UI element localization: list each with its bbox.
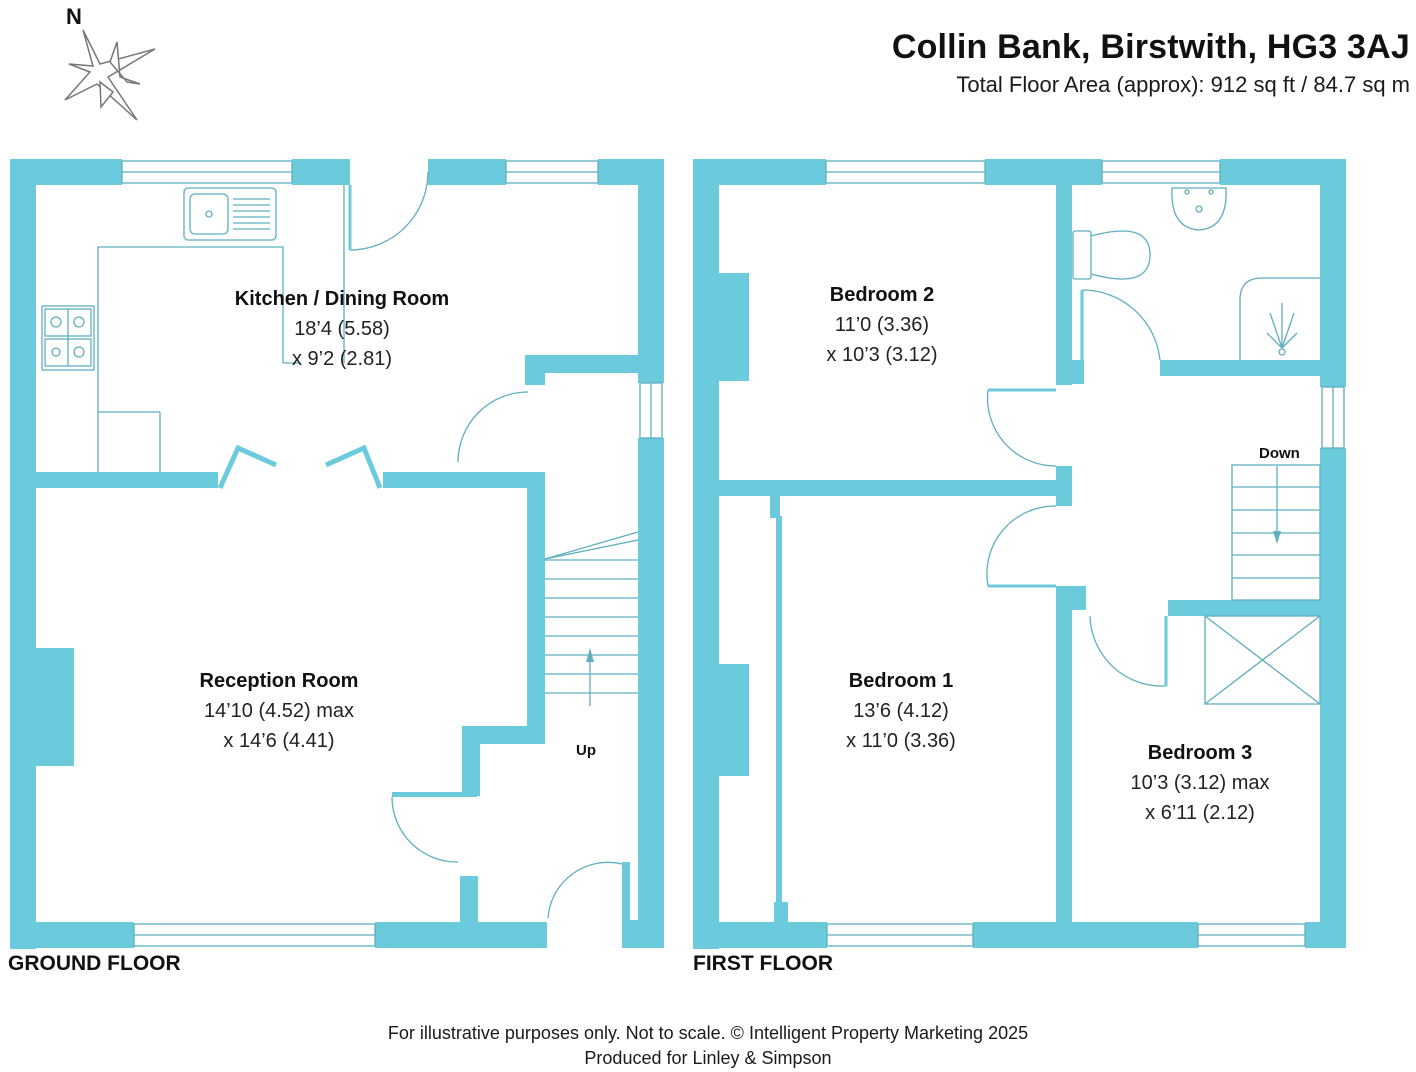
stairs-up-label: Up	[576, 742, 596, 759]
room-name: Kitchen / Dining Room	[234, 288, 450, 310]
room-name: Bedroom 3	[1147, 742, 1253, 764]
room-dimension: x 11’0 (3.36)	[846, 730, 956, 752]
room-bedroom-1: Bedroom 1 13’6 (4.12) x 11’0 (3.36)	[846, 666, 956, 756]
disclaimer-text: For illustrative purposes only. Not to s…	[387, 1023, 1029, 1043]
room-name: Bedroom 2	[829, 284, 935, 306]
first-floor-stairs	[1231, 464, 1321, 601]
ground-floor-label: GROUND FLOOR	[8, 952, 181, 975]
compass-rose-icon	[64, 29, 156, 121]
north-label: N	[66, 4, 82, 29]
room-bedroom-3: Bedroom 3 10’3 (3.12) max x 6’11 (2.12)	[1131, 738, 1270, 828]
room-dimension: x 10’3 (3.12)	[826, 344, 938, 366]
room-name: Reception Room	[199, 670, 359, 692]
bifold-doors	[217, 444, 383, 490]
room-dimension: x 14’6 (4.41)	[223, 730, 335, 752]
stairs-down-label: Down	[1259, 445, 1300, 462]
room-dimension: x 9’2 (2.81)	[291, 348, 393, 370]
kitchen-fixtures	[41, 185, 345, 472]
up-arrow-icon	[586, 648, 594, 662]
room-bedroom-2: Bedroom 2 11’0 (3.36) x 10’3 (3.12)	[826, 280, 937, 370]
bathroom-fixtures	[1072, 187, 1320, 360]
total-floor-area: Total Floor Area (approx): 912 sq ft / 8…	[956, 72, 1410, 97]
room-name: Bedroom 1	[848, 670, 954, 692]
ground-floor-doors	[348, 171, 623, 919]
produced-for-text: Produced for Linley & Simpson	[584, 1048, 832, 1068]
storage-cupboard	[1204, 615, 1321, 705]
ground-floor-walls	[10, 159, 664, 949]
first-floor-walls	[693, 159, 1346, 949]
property-address-title: Collin Bank, Birstwith, HG3 3AJ	[891, 28, 1410, 66]
room-dimension: 13’6 (4.12)	[853, 700, 949, 722]
room-dimension: 10’3 (3.12) max	[1130, 772, 1270, 794]
ground-floor-stairs	[544, 531, 639, 706]
down-arrow-icon	[1273, 531, 1281, 544]
room-kitchen-dining: Kitchen / Dining Room 18’4 (5.58) x 9’2 …	[235, 284, 449, 374]
room-dimension: 18’4 (5.58)	[294, 318, 390, 340]
ground-floor-windows	[121, 160, 663, 947]
room-dimension: x 6’11 (2.12)	[1145, 802, 1255, 824]
first-floor-windows	[825, 160, 1345, 947]
room-dimension: 14’10 (4.52) max	[203, 700, 355, 722]
first-floor-doors	[986, 289, 1168, 687]
room-reception: Reception Room 14’10 (4.52) max x 14’6 (…	[200, 666, 359, 756]
room-dimension: 11’0 (3.36)	[834, 314, 930, 336]
first-floor-label: FIRST FLOOR	[693, 952, 833, 975]
stair-arrows	[586, 531, 1281, 662]
